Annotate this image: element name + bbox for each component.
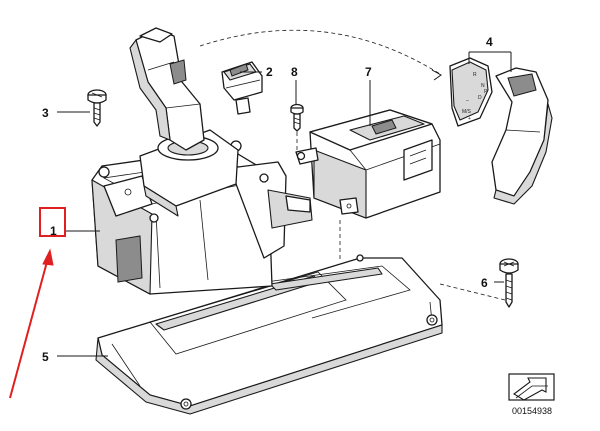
red-arrow-line bbox=[9, 257, 49, 399]
gear-label-minus: – bbox=[466, 98, 469, 104]
callout-2: 2 bbox=[266, 65, 273, 79]
callout-8: 8 bbox=[291, 65, 298, 79]
gear-label-d: D bbox=[478, 95, 482, 101]
lever-cover-trim bbox=[491, 67, 553, 205]
electronics-module bbox=[295, 109, 441, 219]
assembly-arc-guide bbox=[199, 29, 441, 75]
callout-5: 5 bbox=[42, 350, 49, 364]
callout-7: 7 bbox=[365, 65, 372, 79]
screw-6-guide-line bbox=[439, 283, 506, 301]
connector-part bbox=[221, 61, 263, 115]
red-arrow-head bbox=[42, 248, 54, 266]
assembly-arc-arrowhead bbox=[431, 69, 442, 81]
arrow-box-icon bbox=[508, 373, 555, 401]
screw-part-3 bbox=[87, 89, 107, 127]
screw-part-6 bbox=[499, 258, 519, 308]
callout-6: 6 bbox=[481, 276, 488, 290]
gear-indicator-panel: R N D P M/S – + bbox=[449, 57, 493, 127]
leader-line-4 bbox=[468, 51, 512, 72]
callout-3: 3 bbox=[42, 106, 49, 120]
gear-label-r: R bbox=[473, 72, 477, 78]
selector-lever-handle bbox=[129, 27, 205, 151]
callout-1-highlight-box bbox=[39, 207, 66, 237]
diagram-code: 00154938 bbox=[512, 406, 552, 416]
trim-cover bbox=[95, 254, 443, 415]
callout-1: 1 bbox=[50, 224, 57, 238]
gear-label-plus: + bbox=[468, 116, 471, 122]
gear-label-p: P bbox=[484, 89, 488, 95]
gear-label-ms: M/S bbox=[462, 109, 472, 115]
screw-part-8 bbox=[290, 103, 304, 132]
gear-label-n: N bbox=[481, 83, 485, 89]
red-highlight-annotation bbox=[9, 207, 66, 399]
callout-4: 4 bbox=[486, 35, 493, 49]
